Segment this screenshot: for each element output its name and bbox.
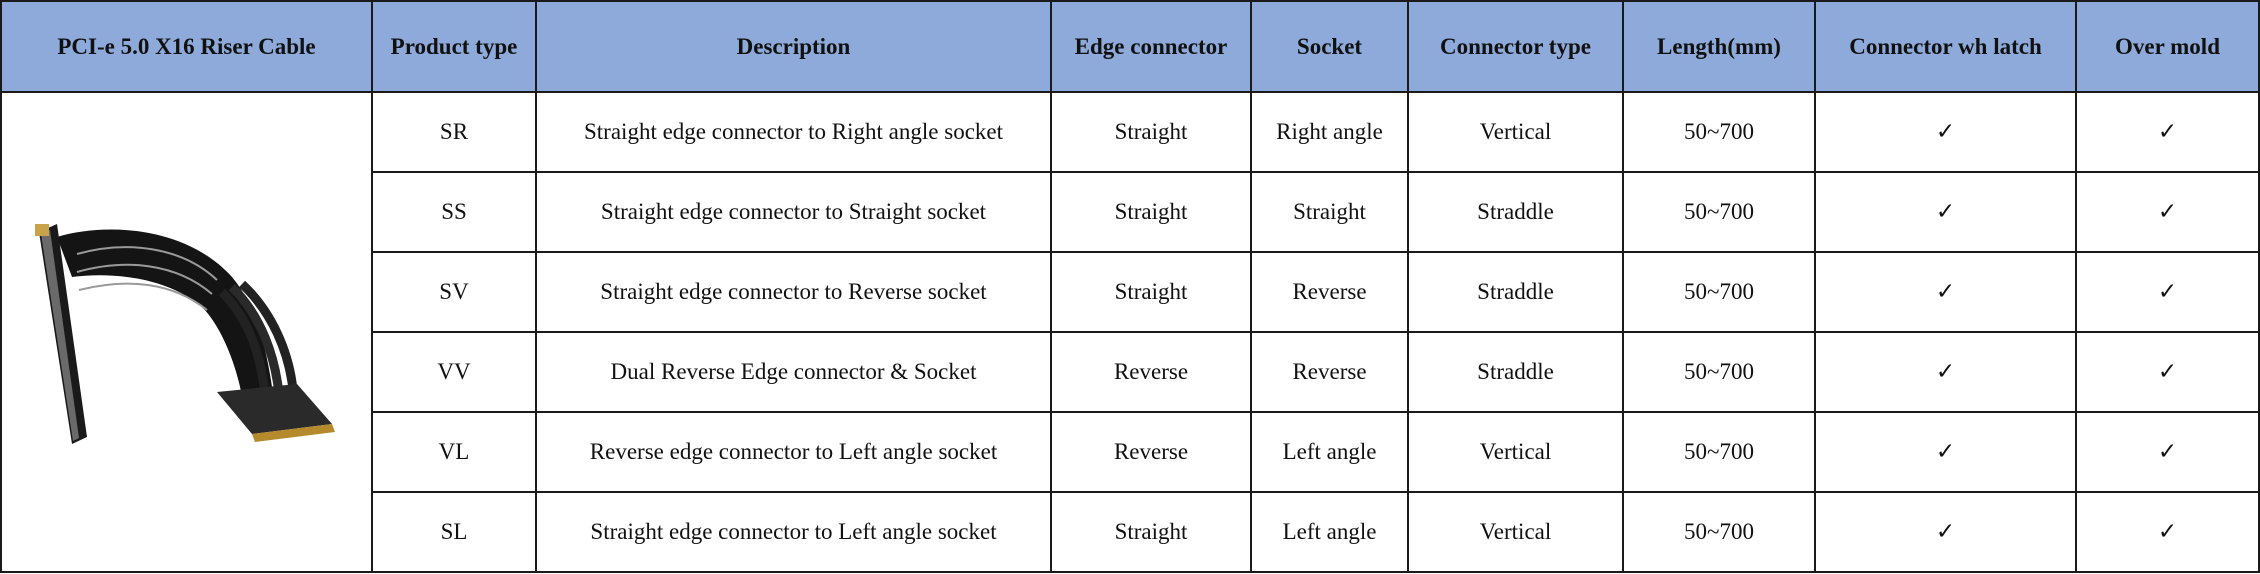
cell-socket: Left angle bbox=[1250, 491, 1409, 573]
header-latch: Connector wh latch bbox=[1814, 0, 2077, 93]
table-row: SR Straight edge connector to Right angl… bbox=[0, 91, 2260, 573]
cell-connector: Vertical bbox=[1407, 91, 1624, 173]
over-mold-check-icon: ✓ bbox=[2075, 171, 2260, 253]
cell-description: Straight edge connector to Left angle so… bbox=[535, 491, 1052, 573]
over-mold-check-icon: ✓ bbox=[2075, 331, 2260, 413]
cell-edge: Straight bbox=[1050, 91, 1252, 173]
header-length: Length(mm) bbox=[1622, 0, 1816, 93]
cell-description: Reverse edge connector to Left angle soc… bbox=[535, 411, 1052, 493]
cell-length: 50~700 bbox=[1622, 491, 1816, 573]
cell-connector: Vertical bbox=[1407, 491, 1624, 573]
cell-description: Dual Reverse Edge connector & Socket bbox=[535, 331, 1052, 413]
header-socket: Socket bbox=[1250, 0, 1409, 93]
cell-edge: Straight bbox=[1050, 491, 1252, 573]
cell-socket: Right angle bbox=[1250, 91, 1409, 173]
cell-type: SL bbox=[371, 491, 537, 573]
cell-type: SS bbox=[371, 171, 537, 253]
header-over-mold: Over mold bbox=[2075, 0, 2260, 93]
table-row: SV Straight edge connector to Reverse so… bbox=[1, 251, 2260, 333]
latch-check-icon: ✓ bbox=[1814, 411, 2077, 493]
latch-check-icon: ✓ bbox=[1814, 91, 2077, 173]
latch-check-icon: ✓ bbox=[1814, 171, 2077, 253]
cell-edge: Straight bbox=[1050, 171, 1252, 253]
header-edge-connector: Edge connector bbox=[1050, 0, 1252, 93]
cell-connector: Straddle bbox=[1407, 251, 1624, 333]
cell-edge: Reverse bbox=[1050, 411, 1252, 493]
over-mold-check-icon: ✓ bbox=[2075, 411, 2260, 493]
cell-connector: Vertical bbox=[1407, 411, 1624, 493]
over-mold-check-icon: ✓ bbox=[2075, 251, 2260, 333]
cell-length: 50~700 bbox=[1622, 331, 1816, 413]
cell-length: 50~700 bbox=[1622, 251, 1816, 333]
cell-socket: Straight bbox=[1250, 171, 1409, 253]
cell-socket: Reverse bbox=[1250, 251, 1409, 333]
latch-check-icon: ✓ bbox=[1814, 251, 2077, 333]
cell-type: VV bbox=[371, 331, 537, 413]
over-mold-check-icon: ✓ bbox=[2075, 91, 2260, 173]
cell-length: 50~700 bbox=[1622, 91, 1816, 173]
over-mold-check-icon: ✓ bbox=[2075, 491, 2260, 573]
header-row: PCI-e 5.0 X16 Riser Cable Product type D… bbox=[0, 0, 2260, 93]
cell-connector: Straddle bbox=[1407, 331, 1624, 413]
cell-length: 50~700 bbox=[1622, 411, 1816, 493]
header-connector-type: Connector type bbox=[1407, 0, 1624, 93]
table-row: VV Dual Reverse Edge connector & Socket … bbox=[1, 331, 2260, 413]
latch-check-icon: ✓ bbox=[1814, 331, 2077, 413]
header-product-name: PCI-e 5.0 X16 Riser Cable bbox=[0, 0, 373, 93]
table-row: SS Straight edge connector to Straight s… bbox=[1, 171, 2260, 253]
cell-socket: Reverse bbox=[1250, 331, 1409, 413]
cell-socket: Left angle bbox=[1250, 411, 1409, 493]
table-row: VL Reverse edge connector to Left angle … bbox=[1, 411, 2260, 493]
cell-description: Straight edge connector to Straight sock… bbox=[535, 171, 1052, 253]
table-row: SL Straight edge connector to Left angle… bbox=[1, 491, 2260, 573]
latch-check-icon: ✓ bbox=[1814, 491, 2077, 573]
header-description: Description bbox=[535, 0, 1052, 93]
cell-length: 50~700 bbox=[1622, 171, 1816, 253]
cell-type: SV bbox=[371, 251, 537, 333]
riser-cable-image bbox=[34, 224, 335, 444]
cell-type: SR bbox=[371, 91, 537, 173]
cell-connector: Straddle bbox=[1407, 171, 1624, 253]
product-image-cell bbox=[0, 91, 373, 573]
cell-description: Straight edge connector to Right angle s… bbox=[535, 91, 1052, 173]
cell-edge: Straight bbox=[1050, 251, 1252, 333]
cell-description: Straight edge connector to Reverse socke… bbox=[535, 251, 1052, 333]
header-product-type: Product type bbox=[371, 0, 537, 93]
cell-edge: Reverse bbox=[1050, 331, 1252, 413]
cell-type: VL bbox=[371, 411, 537, 493]
